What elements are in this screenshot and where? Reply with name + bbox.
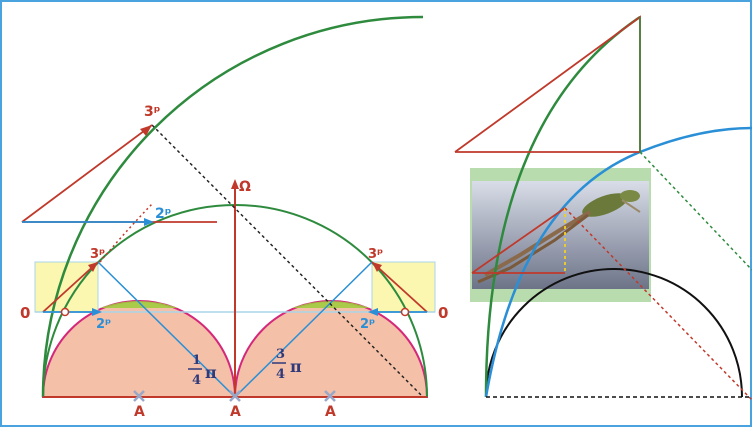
left-lime-cap bbox=[100, 301, 178, 308]
right-blue-arc bbox=[484, 126, 752, 398]
frac-right-pi: π bbox=[290, 357, 302, 376]
left-pink-semicircle bbox=[41, 300, 237, 398]
cross-mark-left bbox=[133, 390, 145, 402]
right-red-triangle bbox=[454, 15, 641, 153]
cross-mark-center bbox=[229, 390, 241, 402]
frac-left-numerator: 1 bbox=[192, 353, 201, 368]
frac-left-pi: π bbox=[205, 363, 217, 382]
label-3p-top: 3ᵖ bbox=[144, 104, 160, 120]
right-pink-semicircle bbox=[233, 300, 429, 398]
blue-line-left bbox=[97, 261, 236, 398]
blue-line-right bbox=[234, 261, 373, 398]
right-red-slanted bbox=[471, 207, 566, 274]
label-2p-left: 2ᵖ bbox=[96, 317, 111, 332]
red-arrow-top bbox=[140, 125, 152, 136]
label-zero-right: 0 bbox=[438, 304, 448, 322]
label-a-right: A bbox=[325, 404, 336, 420]
frac-right-denominator: 4 bbox=[276, 367, 285, 382]
right-red-dotted-diagonal bbox=[564, 207, 752, 401]
red-arrow-left bbox=[88, 262, 98, 272]
blue-arrow-right-head bbox=[368, 308, 378, 316]
label-a-left: A bbox=[134, 404, 145, 420]
label-2p-mid: 2ᵖ bbox=[155, 206, 171, 222]
label-2p-right: 2ᵖ bbox=[360, 317, 375, 332]
right-green-dotted-diagonal bbox=[639, 151, 752, 271]
red-hyp-top bbox=[21, 124, 153, 223]
label-3p-left: 3ᵖ bbox=[90, 247, 105, 262]
black-semicircle bbox=[485, 268, 743, 398]
label-omega: Ω bbox=[239, 179, 251, 195]
right-green-arc bbox=[484, 15, 641, 398]
red-arrow-right bbox=[372, 262, 382, 272]
blue-arrow-left-head bbox=[92, 308, 102, 316]
small-circle-right bbox=[400, 307, 410, 317]
red-line-left bbox=[42, 261, 99, 313]
red-line-right bbox=[371, 261, 428, 313]
blue-arrow-mid-head bbox=[144, 218, 154, 226]
label-a-center: A bbox=[230, 404, 241, 420]
black-dotted-diagonal bbox=[151, 124, 424, 398]
small-circle-left bbox=[60, 307, 70, 317]
vertical-axis-arrow bbox=[231, 179, 239, 189]
frac-left-denominator: 4 bbox=[192, 373, 201, 388]
label-zero-left: 0 bbox=[20, 304, 30, 322]
label-3p-right: 3ᵖ bbox=[368, 247, 383, 262]
frac-right-numerator: 3 bbox=[276, 347, 285, 362]
red-dotted-curve bbox=[99, 202, 154, 263]
cross-mark-right bbox=[324, 390, 336, 402]
large-green-arc bbox=[41, 15, 424, 398]
